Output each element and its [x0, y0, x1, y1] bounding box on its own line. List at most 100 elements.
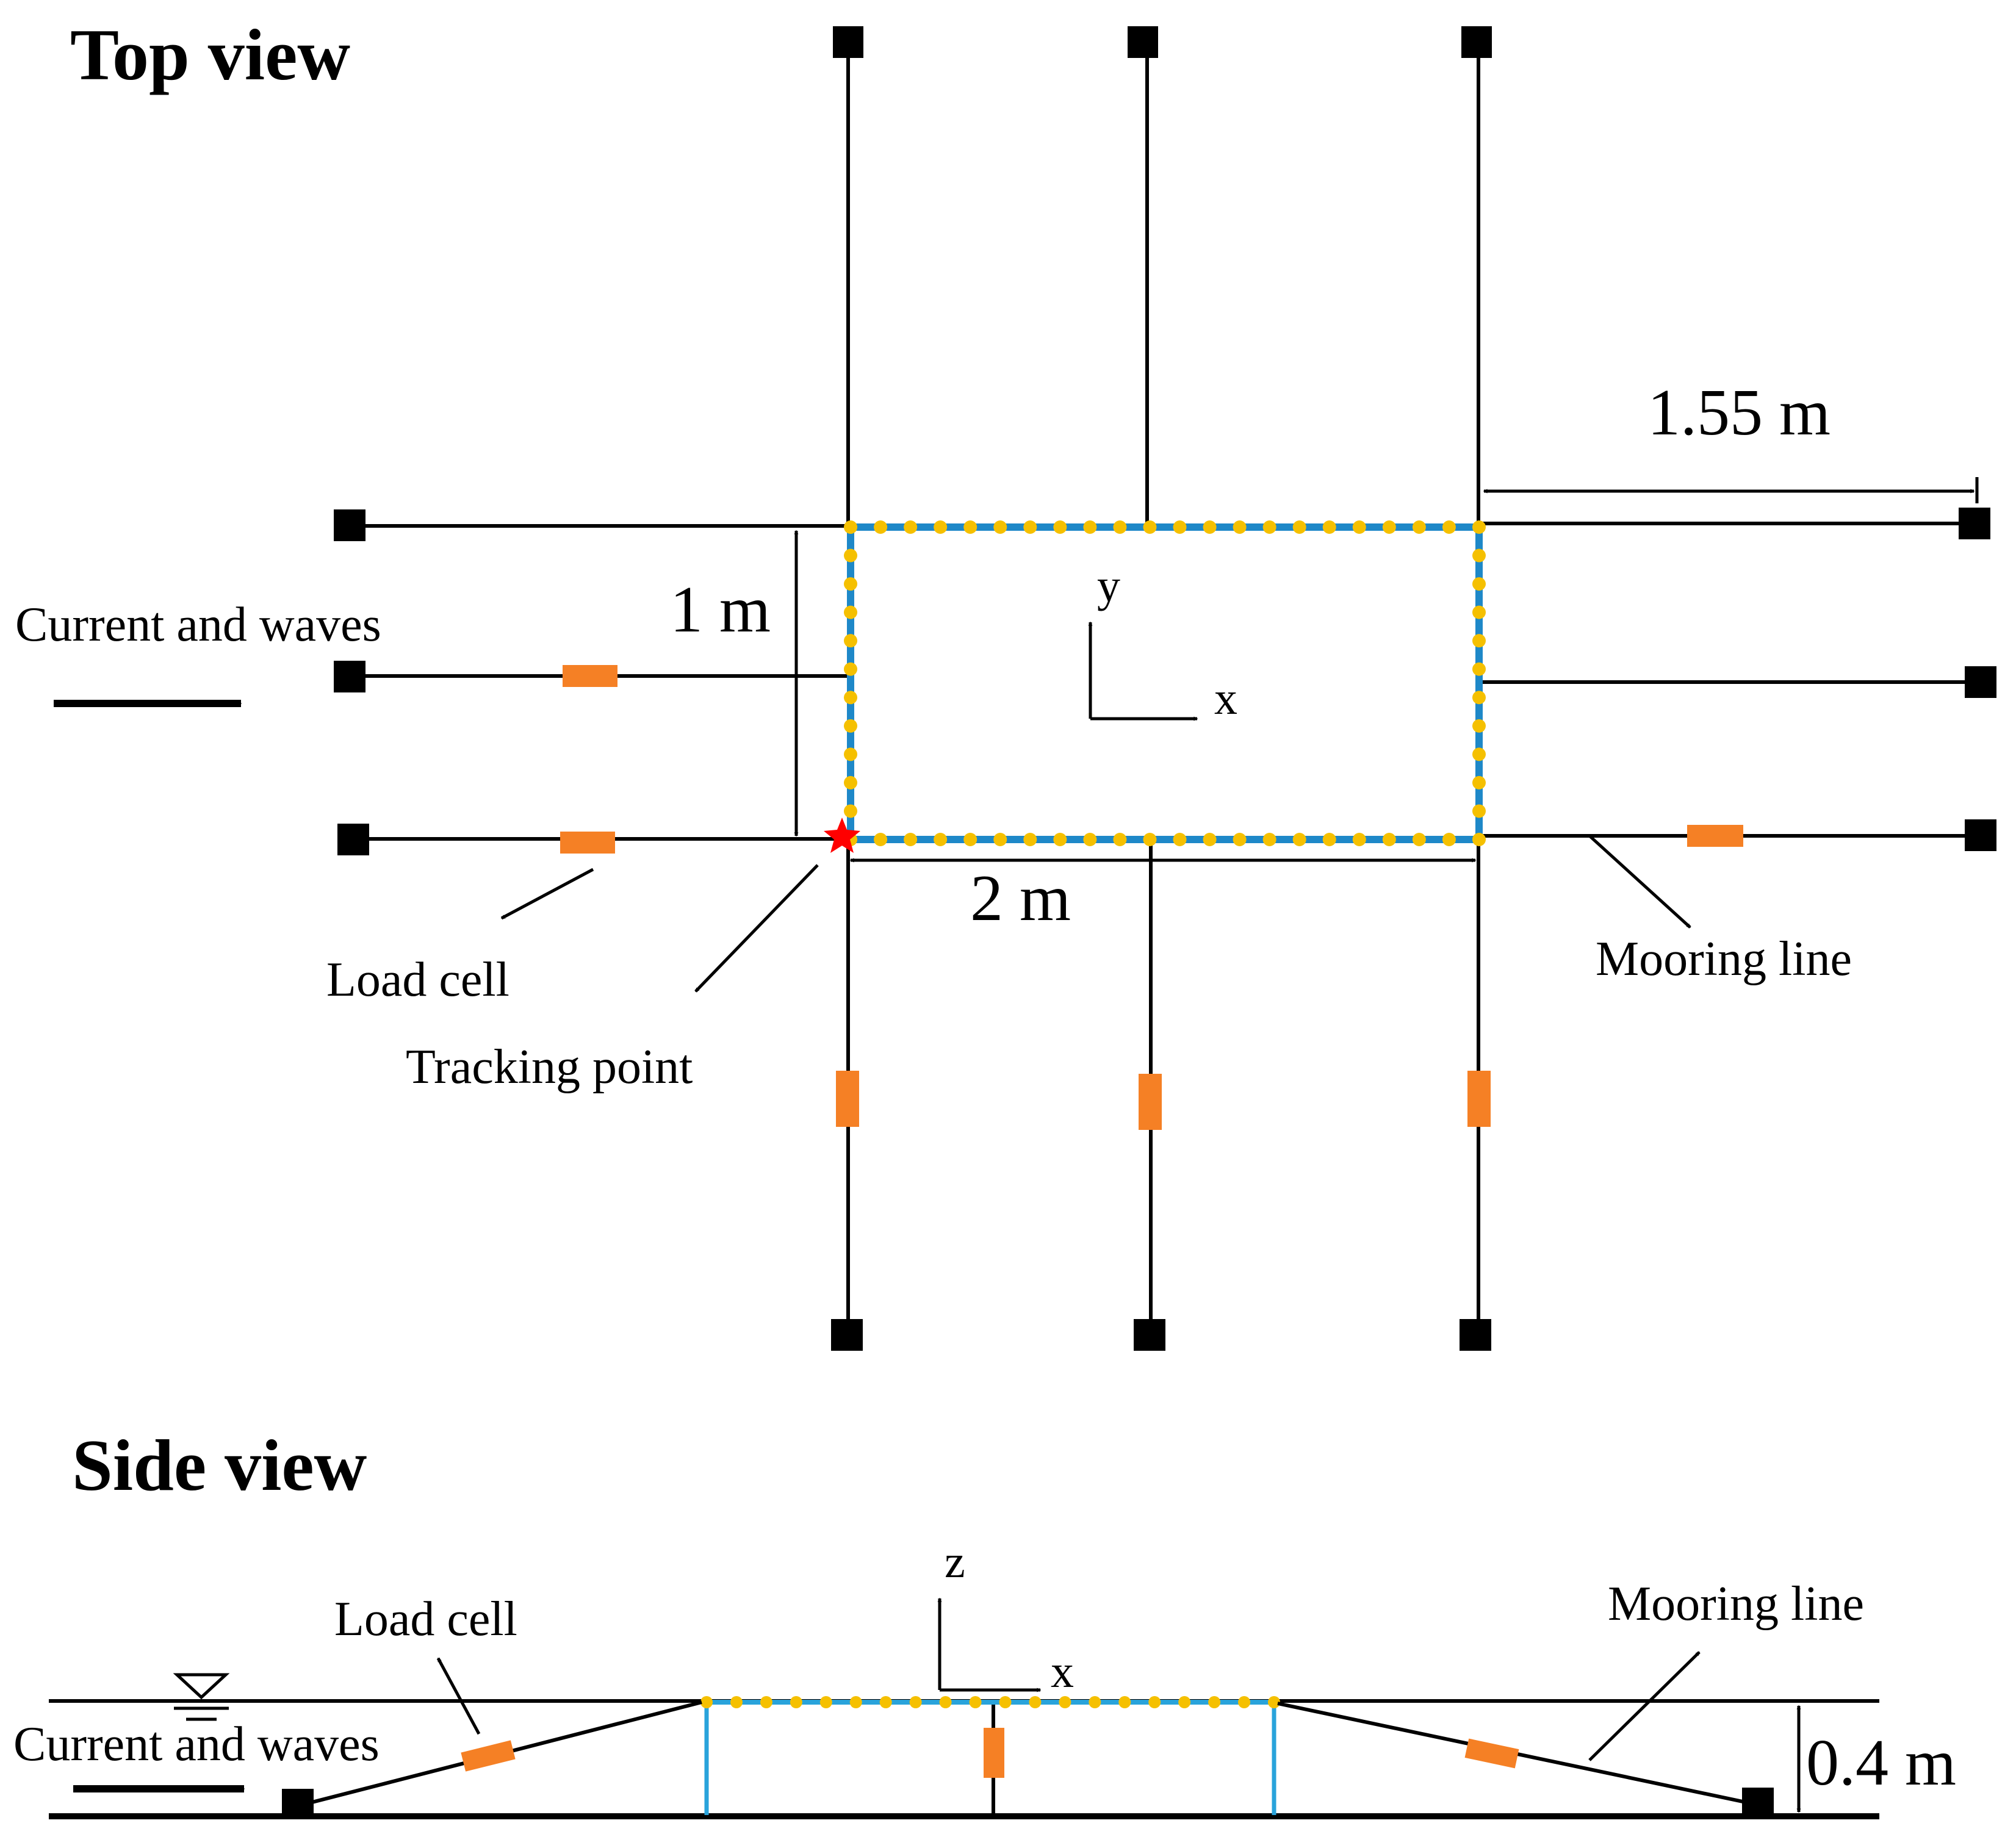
anchor — [1460, 1319, 1491, 1351]
float-bead — [1268, 1696, 1280, 1708]
float-bead — [904, 833, 918, 846]
side-view-title: Side view — [72, 1425, 367, 1506]
float-bead — [1442, 833, 1456, 846]
float-bead — [1118, 1696, 1131, 1708]
float-bead — [1442, 520, 1456, 534]
axis-x-label-side: x — [1051, 1646, 1074, 1697]
float-bead — [1262, 520, 1276, 534]
mooring-line-label-side: Mooring line — [1608, 1577, 1864, 1631]
load-cell — [836, 1071, 859, 1127]
float-bead — [963, 833, 977, 846]
float-bead — [844, 719, 857, 733]
float-bead — [1472, 719, 1486, 733]
float-bead — [934, 833, 948, 846]
load-cell — [984, 1728, 1004, 1778]
mooring-line-label-top: Mooring line — [1596, 932, 1852, 986]
float-bead — [819, 1696, 832, 1708]
float-bead — [844, 605, 857, 619]
anchor — [1965, 819, 1996, 851]
float-bead — [1472, 634, 1486, 648]
anchor — [1965, 666, 1996, 698]
load-cell — [560, 832, 615, 854]
float-bead — [849, 1696, 862, 1708]
water-level-symbol — [173, 1673, 230, 1700]
float-bead — [1089, 1696, 1101, 1708]
float-bead — [1472, 691, 1486, 705]
float-bead — [844, 634, 857, 648]
float-bead — [790, 1696, 802, 1708]
float-bead — [844, 804, 857, 818]
float-bead — [909, 1696, 922, 1708]
float-bead — [1322, 520, 1336, 534]
float-bead — [1472, 747, 1486, 761]
float-bead — [1148, 1696, 1161, 1708]
float-bead — [844, 662, 857, 676]
load-cell — [563, 665, 617, 687]
float-bead — [939, 1696, 952, 1708]
tracking-point-star — [824, 818, 860, 853]
float-bead — [874, 520, 888, 534]
float-bead — [993, 520, 1007, 534]
anchor — [833, 26, 863, 58]
float-bead — [1053, 833, 1067, 846]
float-bead — [1352, 520, 1366, 534]
anchor — [337, 824, 369, 855]
load-cell — [1467, 1071, 1491, 1127]
anchor — [1742, 1788, 1774, 1818]
load-cell-label-side: Load cell — [334, 1592, 517, 1646]
float-bead — [1053, 520, 1067, 534]
anchor — [334, 509, 365, 541]
float-bead — [1472, 804, 1486, 818]
float-bead — [1023, 833, 1037, 846]
load-cell — [1139, 1074, 1162, 1130]
tracking-point-label: Tracking point — [406, 1040, 693, 1094]
float-bead — [1382, 833, 1396, 846]
float-bead — [904, 520, 918, 534]
float-bead — [1262, 833, 1276, 846]
side-view-panel: Side view z x Load cell Moorin — [13, 1425, 1956, 1819]
float-bead — [1472, 520, 1486, 534]
float-bead — [1203, 520, 1217, 534]
load-cell-pointer — [500, 868, 594, 920]
anchor — [334, 661, 365, 692]
float-bead — [844, 577, 857, 591]
float-bead — [969, 1696, 982, 1708]
float-bead — [1412, 520, 1426, 534]
load-cell — [1464, 1738, 1519, 1769]
float-bead — [993, 833, 1007, 846]
float-bead — [1322, 833, 1336, 846]
float-bead — [1143, 520, 1157, 534]
float-bead — [1238, 1696, 1251, 1708]
float-bead — [844, 747, 857, 761]
load-cell — [1687, 825, 1743, 847]
anchor — [1134, 1319, 1165, 1351]
load-cell-label-top: Load cell — [326, 953, 509, 1007]
float-bead — [1083, 520, 1097, 534]
float-bead — [1292, 833, 1306, 846]
float-bead — [963, 520, 977, 534]
float-beads-top-view — [844, 520, 1486, 846]
float-bead — [1412, 833, 1426, 846]
float-bead — [1113, 520, 1127, 534]
axis-z-label: z — [945, 1536, 965, 1587]
float-bead — [1233, 520, 1247, 534]
dim-height-label: 1 m — [670, 573, 771, 646]
float-bead — [1083, 833, 1097, 846]
float-bead — [1472, 577, 1486, 591]
float-bead — [1472, 775, 1486, 789]
float-bead — [1173, 833, 1187, 846]
float-bead — [844, 548, 857, 563]
anchor — [831, 1319, 863, 1351]
anchor — [1959, 508, 1990, 539]
anchor — [1461, 26, 1492, 58]
float-bead — [874, 833, 888, 846]
float-beads-side-view — [700, 1696, 1280, 1708]
load-cell-pointer-side — [436, 1657, 481, 1735]
float-bead — [1203, 833, 1217, 846]
float-bead — [1472, 605, 1486, 619]
anchor — [1128, 26, 1158, 58]
float-bead — [844, 691, 857, 705]
dim-depth-label: 0.4 m — [1806, 1727, 1956, 1799]
top-view-mooring-lines — [348, 43, 1980, 1335]
